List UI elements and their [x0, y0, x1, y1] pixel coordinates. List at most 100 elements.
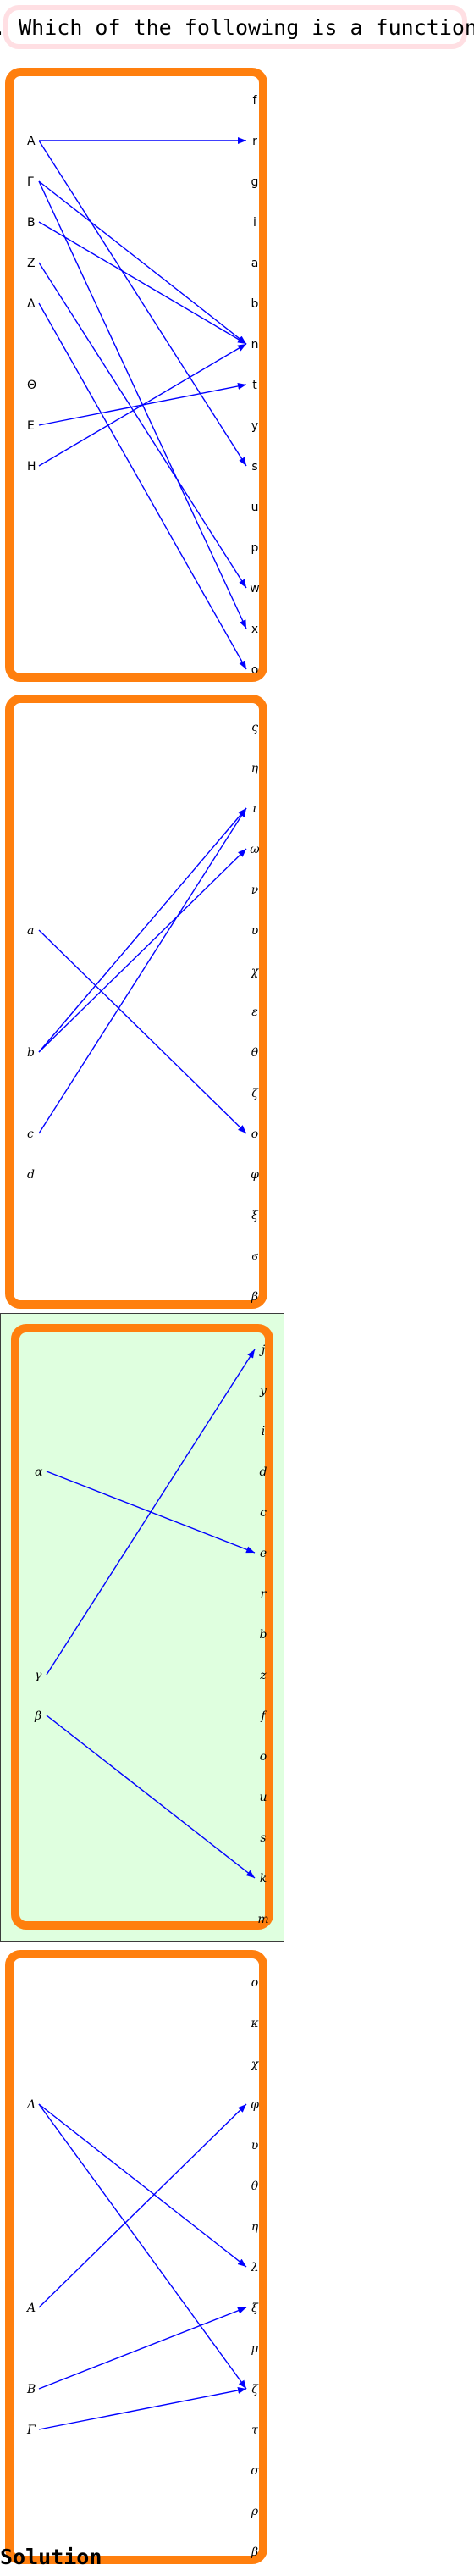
codomain-label: t: [252, 379, 257, 392]
domain-label: Γ: [26, 2424, 36, 2437]
domain-label: Β: [26, 2383, 36, 2396]
option-wrap-3[interactable]: α γ β j y i d c e r b z f o u s k m: [0, 1313, 284, 1942]
domain-label: β: [34, 1709, 41, 1723]
codomain-label: β: [251, 2546, 258, 2559]
codomain-label: ι: [252, 802, 257, 816]
codomain-label: ε: [251, 1005, 258, 1019]
mapping-arrow: [38, 2307, 247, 2390]
codomain-label: f: [253, 94, 258, 108]
codomain-label: o: [260, 1750, 267, 1764]
codomain-label: υ: [251, 2139, 259, 2152]
codomain-label: r: [261, 1587, 267, 1601]
domain-label: Θ: [27, 379, 36, 392]
codomain-label: e: [260, 1547, 267, 1560]
codomain-label: φ: [251, 1168, 259, 1182]
mapping-arrow: [38, 180, 247, 345]
codomain-label: o: [251, 663, 259, 677]
codomain-label: i: [253, 216, 256, 230]
codomain-label: ζ: [251, 1087, 259, 1100]
codomain-label: ς: [251, 721, 258, 734]
codomain-label: k: [260, 1872, 267, 1886]
codomain-label: ρ: [251, 2505, 259, 2518]
codomain-label: υ: [251, 924, 259, 938]
codomain-label: σ: [251, 2464, 259, 2478]
codomain-label: φ: [251, 2098, 259, 2112]
domain-label: Δ: [26, 2098, 36, 2112]
codomain-label: ν: [251, 884, 259, 897]
codomain-label: η: [251, 762, 259, 775]
mapping-arrow: [38, 807, 247, 1053]
question-text: 4. Which of the following is a function:: [0, 5, 474, 49]
codomain-label: χ: [251, 965, 260, 978]
mapping-arrow: [38, 2386, 247, 2430]
mapping-diagram-3: α γ β j y i d c e r b z f o u s k m: [34, 1343, 269, 1926]
mapping-arrow: [46, 1349, 256, 1676]
codomain-label: y: [259, 1384, 267, 1398]
mapping-arrow: [38, 929, 247, 1134]
mapping-arrow: [38, 848, 247, 1053]
codomain-label: s: [251, 460, 257, 474]
codomain-label: β: [251, 1290, 258, 1304]
codomain-label: z: [259, 1669, 267, 1682]
codomain-label: ο: [251, 1127, 258, 1141]
codomain-label: w: [250, 582, 259, 596]
codomain-label: η: [251, 2220, 259, 2234]
domain-label: Ζ: [27, 257, 36, 270]
mapping-arrow: [38, 343, 247, 467]
codomain-label: b: [251, 297, 259, 311]
domain-label: Ε: [27, 419, 35, 433]
codomain-label: μ: [251, 2342, 258, 2356]
codomain-label: u: [259, 1791, 267, 1804]
codomain-label: j: [259, 1343, 266, 1357]
codomain-label: ο: [251, 1976, 258, 1990]
codomain-label: a: [251, 257, 259, 270]
domain-label: Γ: [27, 175, 34, 189]
codomain-label: p: [251, 541, 259, 555]
codomain-label: f: [260, 1709, 267, 1723]
codomain-label: s: [260, 1831, 266, 1845]
codomain-label: ω: [250, 843, 260, 856]
mapping-arrow: [46, 1715, 256, 1879]
domain-label: Η: [27, 460, 36, 474]
codomain-label: x: [251, 623, 258, 636]
mapping-arrow: [38, 140, 247, 467]
codomain-label: c: [260, 1506, 267, 1520]
codomain-label: m: [257, 1913, 268, 1926]
domain-label: a: [27, 924, 34, 938]
codomain-label: ξ: [251, 2302, 259, 2315]
codomain-label: τ: [251, 2424, 258, 2437]
option-panel-3[interactable]: α γ β j y i d c e r b z f o u s k m: [11, 1324, 273, 1930]
mapping-arrow: [38, 807, 247, 1134]
solution-heading: Solution: [0, 2545, 102, 2569]
codomain-label: u: [251, 501, 259, 514]
domain-label: b: [27, 1046, 35, 1060]
codomain-label: λ: [251, 2261, 259, 2274]
codomain-label: b: [260, 1628, 267, 1642]
domain-label: α: [35, 1465, 43, 1479]
codomain-label: ζ: [251, 2383, 259, 2396]
domain-label: Δ: [27, 297, 36, 311]
codomain-label: d: [260, 1465, 267, 1479]
codomain-label: θ: [251, 2180, 259, 2193]
codomain-label: r: [252, 135, 257, 148]
domain-label: d: [27, 1168, 35, 1182]
codomain-label: n: [251, 338, 259, 352]
codomain-label: θ: [251, 1046, 259, 1060]
mapping-arrow: [38, 2103, 247, 2308]
mapping-arrow: [38, 2103, 247, 2268]
codomain-label: g: [251, 175, 259, 189]
domain-label: γ: [35, 1669, 42, 1682]
codomain-label: κ: [250, 2017, 258, 2030]
domain-label: Α: [27, 135, 36, 148]
codomain-label: i: [262, 1425, 265, 1438]
domain-label: c: [27, 1127, 34, 1141]
